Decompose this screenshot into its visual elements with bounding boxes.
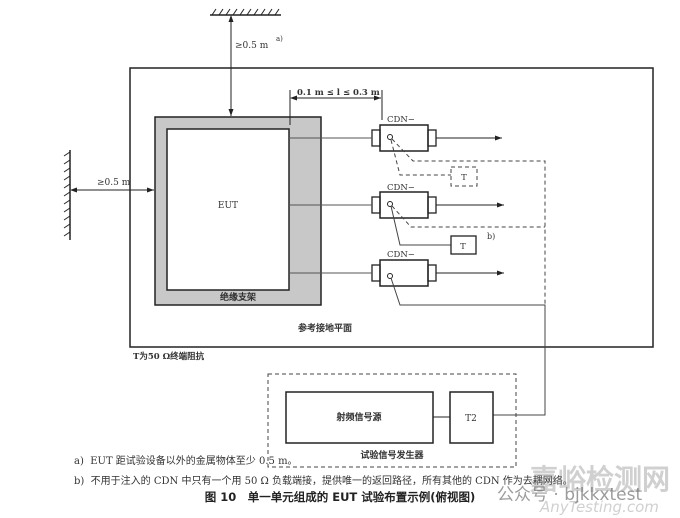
- terminator-dashed: [450, 166, 478, 187]
- top-distance-label: ≥0.5 m: [235, 41, 269, 51]
- left-distance-label: ≥0.5 m: [97, 178, 131, 188]
- note-b-marker: b): [487, 232, 495, 241]
- top-distance-note: a): [276, 35, 283, 43]
- note-a-marker: a): [74, 456, 84, 467]
- reference-ground-plane: [129, 67, 654, 348]
- cdn-3-label: CDN−: [387, 250, 415, 260]
- cdn-3: [371, 259, 437, 287]
- cdn-2: [371, 191, 437, 219]
- watermark-site: 嘉峪检测网: [530, 463, 671, 496]
- support-label: 绝缘支架: [220, 291, 256, 303]
- terminator-dashed-label: T: [461, 173, 467, 183]
- top-wall-hatch: [210, 8, 281, 16]
- cdn-1-label: CDN−: [387, 115, 415, 125]
- t2-label: T2: [465, 414, 477, 424]
- generator-dashed-box: [267, 373, 517, 468]
- rf-source-label: 射频信号源: [335, 411, 381, 423]
- note-a: a) EUT 距试验设备以外的金属物体至少 0.5 m。: [74, 452, 298, 467]
- eut-label: EUT: [218, 201, 238, 211]
- terminator-label: T: [460, 242, 466, 252]
- cdn-1: [371, 124, 437, 152]
- note-b-marker-text: b): [74, 476, 85, 487]
- watermark-url: AnyTesting.com: [540, 498, 659, 516]
- cdn-2-label: CDN−: [387, 183, 415, 193]
- watermark-account: 公众号 · bjkkxtest: [497, 485, 643, 505]
- t-legend: T为50 Ω终端阻抗: [133, 351, 205, 362]
- note-b-text: 不用于注入的 CDN 中只有一个用 50 Ω 负载端接，提供唯一的返回路径，所有…: [90, 476, 573, 487]
- ground-plane-label: 参考接地平面: [298, 322, 352, 334]
- eut-box: [166, 128, 290, 291]
- cable-length-label: 0.1 m ≤ l ≤ 0.3 m: [297, 88, 380, 98]
- generator-label: 试验信号发生器: [360, 449, 424, 461]
- note-b: b) 不用于注入的 CDN 中只有一个用 50 Ω 负载端接，提供唯一的返回路径…: [74, 472, 573, 487]
- note-a-text: EUT 距试验设备以外的金属物体至少 0.5 m。: [90, 456, 298, 467]
- terminator-box: [450, 235, 477, 255]
- figure-caption: 图 10 单一单元组成的 EUT 试验布置示例(俯视图): [204, 490, 476, 504]
- left-wall-hatch: [63, 150, 71, 240]
